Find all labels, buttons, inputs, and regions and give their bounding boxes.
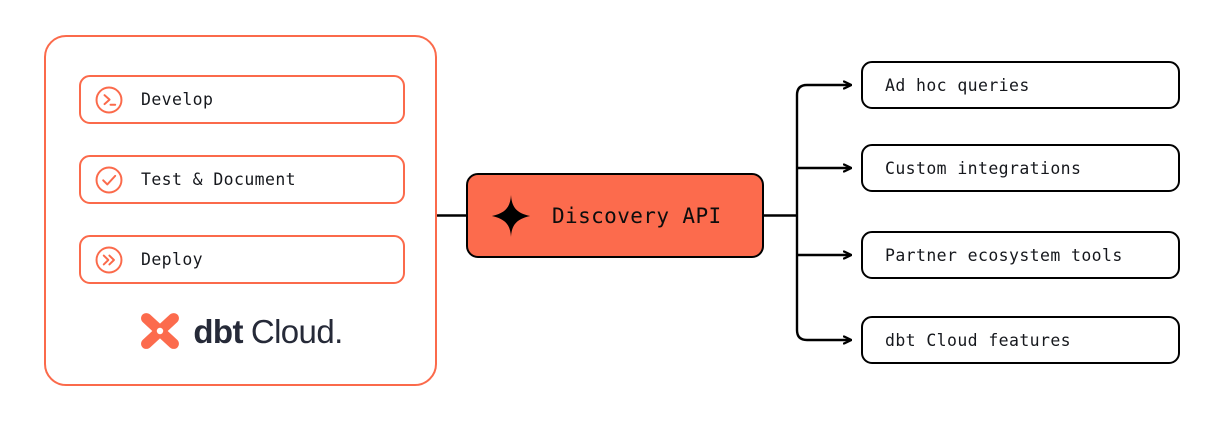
stage-label: Develop (141, 90, 214, 109)
output-label: Partner ecosystem tools (885, 245, 1123, 265)
output-partner-ecosystem-tools[interactable]: Partner ecosystem tools (861, 231, 1180, 279)
stage-deploy[interactable]: Deploy (79, 235, 405, 284)
discovery-api-node[interactable]: Discovery API (466, 173, 764, 258)
stage-label: Deploy (141, 250, 204, 269)
cloud-word: Cloud (250, 312, 335, 350)
dbt-x-mark-icon (141, 313, 180, 349)
terminal-prompt-icon (95, 86, 123, 113)
output-label: dbt Cloud features (885, 330, 1072, 350)
sparkle-star-icon (491, 194, 531, 237)
output-ad-hoc-queries[interactable]: Ad hoc queries (861, 61, 1180, 109)
output-label: Ad hoc queries (885, 75, 1030, 95)
double-chevron-right-icon (95, 246, 123, 273)
dbt-cloud-logo: dbt Cloud . (46, 305, 435, 357)
discovery-api-label: Discovery API (552, 203, 722, 228)
output-dbt-cloud-features[interactable]: dbt Cloud features (861, 316, 1180, 364)
output-custom-integrations[interactable]: Custom integrations (861, 144, 1180, 192)
output-label: Custom integrations (885, 158, 1082, 178)
stage-test-and-document[interactable]: Test & Document (79, 155, 405, 204)
dbt-cloud-panel: Develop Test & Document Deploy dbt (44, 35, 437, 386)
connector-branch-1 (795, 85, 851, 96)
stage-develop[interactable]: Develop (79, 75, 405, 124)
connector-branch-4 (795, 329, 851, 340)
stage-label: Test & Document (141, 170, 297, 189)
check-circle-icon (95, 166, 123, 193)
dbt-word: dbt (193, 312, 243, 350)
dbt-cloud-wordmark: dbt Cloud . (193, 312, 343, 350)
logo-trailing-dot: . (334, 312, 343, 350)
